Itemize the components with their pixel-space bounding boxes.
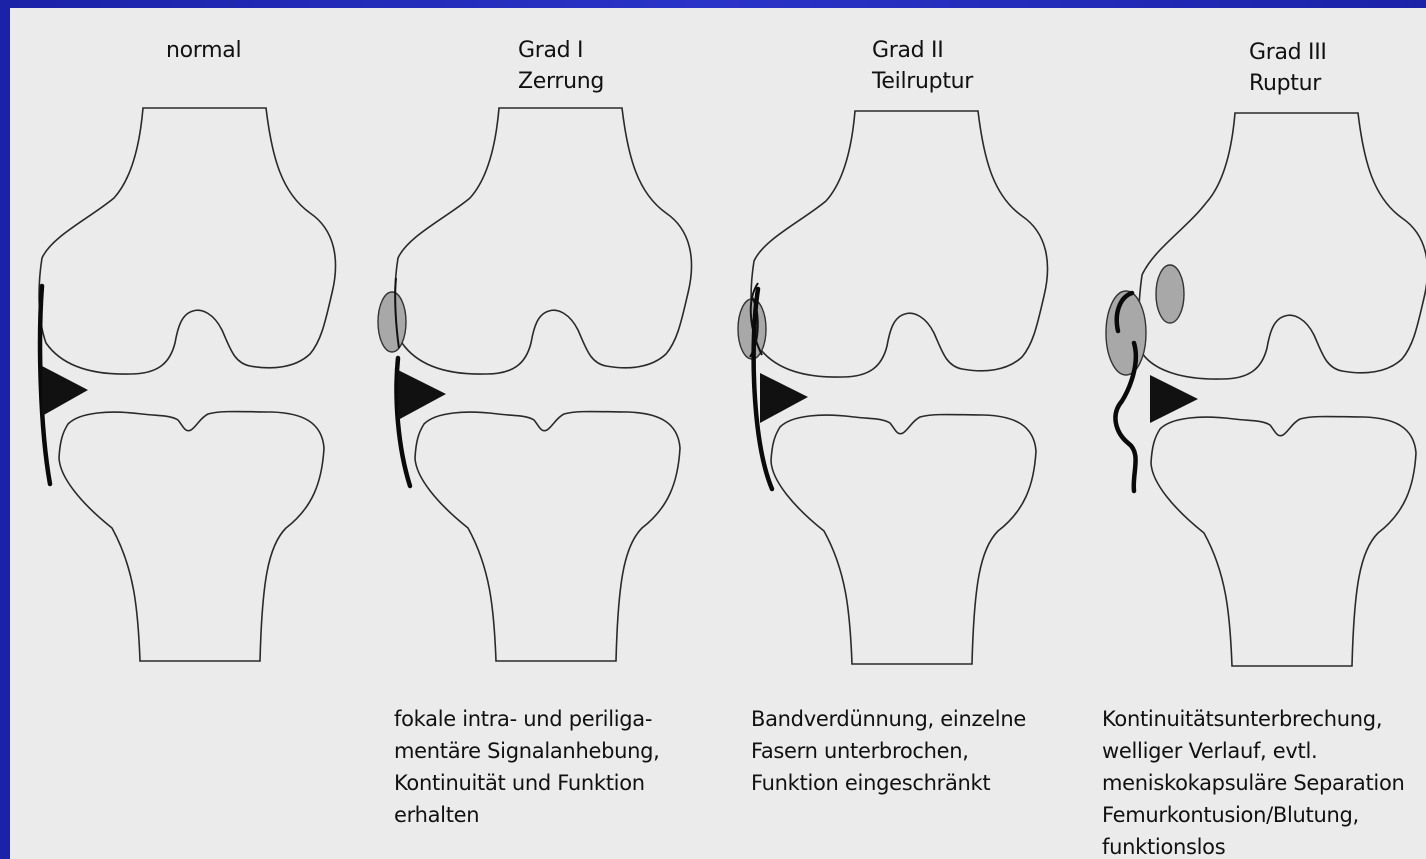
femur-shape: [1139, 113, 1426, 379]
diagram-panel: normal Grad I Zerrung Grad II Teilruptur…: [10, 8, 1426, 859]
meniscus-triangle: [760, 373, 808, 423]
meniscus-triangle: [398, 370, 446, 420]
description-grad2: Bandverdünnung, einzelne Fasern unterbro…: [751, 703, 1026, 799]
meniscus-triangle: [42, 366, 88, 416]
title-grad2: Grad II Teilruptur: [872, 35, 973, 97]
edema-oval: [378, 292, 406, 352]
description-grad1: fokale intra- und periliga- mentäre Sign…: [394, 703, 660, 831]
tibia-shape: [1151, 417, 1416, 667]
meniscus-triangle: [1150, 375, 1198, 423]
knee-grad2: [738, 111, 1048, 664]
title-grad1: Grad I Zerrung: [518, 35, 604, 97]
knee-normal: [39, 108, 335, 661]
femur-shape: [39, 108, 335, 374]
tibia-shape: [59, 412, 324, 662]
edema-oval: [1106, 291, 1146, 375]
knee-grad1: [378, 108, 692, 661]
description-grad3: Kontinuitätsunterbrechung, welliger Verl…: [1102, 703, 1424, 859]
title-normal: normal: [166, 35, 241, 66]
knee-grad3: [1106, 113, 1426, 666]
title-grad3: Grad III Ruptur: [1249, 37, 1327, 99]
contusion-oval: [1156, 265, 1184, 323]
